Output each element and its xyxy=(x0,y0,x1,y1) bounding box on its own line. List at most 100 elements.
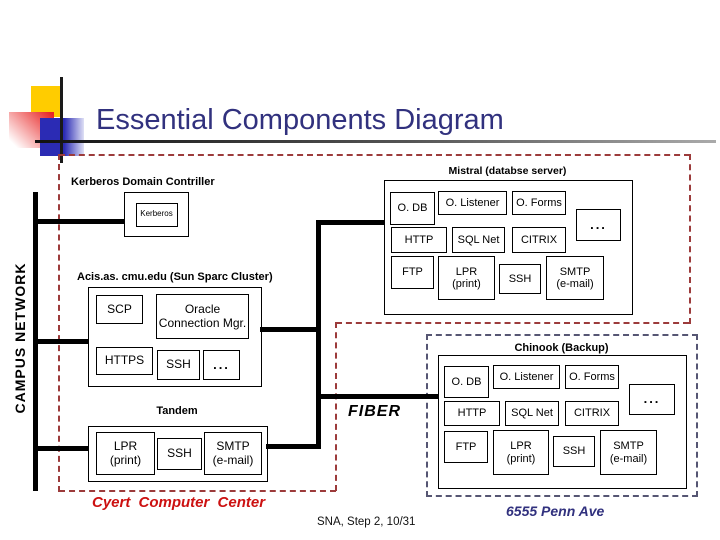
chinook-more-box: ... xyxy=(629,384,675,415)
acis-ssh-box: SSH xyxy=(157,350,200,380)
fiber-bus-line xyxy=(316,220,321,449)
chinook-boundary xyxy=(426,334,698,497)
box-label: (e-mail) xyxy=(556,278,594,290)
acis-more-box: ... xyxy=(203,350,240,380)
tandem-outer-box xyxy=(88,426,268,482)
chinook-section-header: Chinook (Backup) xyxy=(514,342,609,354)
box-label: Connection Mgr. xyxy=(158,315,247,330)
acis-left-connector-line xyxy=(36,339,89,344)
acis-scp-box: SCP xyxy=(96,295,143,324)
acis-right-connector-line xyxy=(260,327,318,332)
box-label: (print) xyxy=(452,278,481,290)
chinook-lpr-box: LPR (print) xyxy=(493,430,549,475)
box-label: FTP xyxy=(455,440,477,453)
box-label: HTTP xyxy=(404,233,434,246)
chinook-sqlnet-box: SQL Net xyxy=(505,401,559,426)
box-label: O. Forms xyxy=(516,196,562,209)
box-label: SMTP xyxy=(613,440,644,453)
cyert-boundary-top xyxy=(59,154,690,156)
box-label: LPR xyxy=(113,439,138,454)
chinook-ssh-box: SSH xyxy=(553,436,595,467)
cyert-boundary-left xyxy=(58,154,60,492)
box-label: CITRIX xyxy=(520,233,558,246)
title-underline xyxy=(35,140,716,143)
box-label: HTTP xyxy=(457,407,487,420)
acis-section-header: Acis.as. cmu.edu (Sun Sparc Cluster) xyxy=(77,271,273,283)
mistral-ftp-box: FTP xyxy=(391,256,434,289)
kerberos-connector-line xyxy=(36,219,125,224)
box-label: SQL Net xyxy=(457,233,500,246)
kerberos-service-box: Kerberos xyxy=(135,202,178,227)
box-label: (e-mail) xyxy=(212,452,254,467)
mistral-outer-box xyxy=(384,180,633,315)
box-label: CITRIX xyxy=(573,407,611,420)
tandem-left-connector-line xyxy=(36,446,89,451)
box-label: O. DB xyxy=(397,202,428,215)
box-label: (e-mail) xyxy=(609,452,648,465)
mistral-connector-line xyxy=(318,220,384,225)
kerberos-section-header: Kerberos Domain Contriller xyxy=(71,176,215,188)
mistral-olistener-box: O. Listener xyxy=(438,191,507,215)
chinook-citrix-box: CITRIX xyxy=(565,401,619,426)
box-label: O. Listener xyxy=(499,370,554,383)
deco-vertical-line xyxy=(60,77,63,163)
box-label: SSH xyxy=(166,357,191,372)
kerberos-outer-box: Kerberos xyxy=(124,192,189,237)
mistral-smtp-box: SMTP (e-mail) xyxy=(546,256,604,300)
box-label: O. Listener xyxy=(445,196,500,209)
chinook-odb-box: O. DB xyxy=(444,366,489,398)
tandem-smtp-box: SMTP (e-mail) xyxy=(204,432,262,475)
box-label: SSH xyxy=(508,272,532,285)
box-label: SMTP xyxy=(216,439,250,454)
box-label: SMTP xyxy=(559,265,591,278)
penn-ave-label: 6555 Penn Ave xyxy=(506,503,605,519)
acis-outer-box xyxy=(88,287,262,387)
box-label: Kerberos xyxy=(140,209,173,219)
tandem-right-connector-line xyxy=(266,444,318,449)
tandem-ssh-box: SSH xyxy=(157,438,202,470)
campus-bus-line xyxy=(33,192,38,491)
ellipsis-label: ... xyxy=(590,216,607,232)
box-label: SCP xyxy=(107,301,132,316)
box-label: (print) xyxy=(506,452,536,465)
chinook-olistener-box: O. Listener xyxy=(493,365,560,389)
cyert-computer-center-label: Cyert Computer Center xyxy=(92,494,266,511)
chinook-http-box: HTTP xyxy=(444,401,500,426)
box-label: LPR xyxy=(510,440,532,453)
fiber-link-line xyxy=(319,394,438,399)
mistral-sqlnet-box: SQL Net xyxy=(452,227,505,253)
mistral-more-box: ... xyxy=(576,209,621,241)
mistral-http-box: HTTP xyxy=(391,227,447,253)
box-label: LPR xyxy=(455,265,478,278)
campus-network-label: CAMPUS NETWORK xyxy=(12,262,28,414)
mistral-oforms-box: O. Forms xyxy=(512,191,566,215)
box-label: O. Forms xyxy=(569,370,615,383)
chinook-ftp-box: FTP xyxy=(444,431,488,463)
box-label: SQL Net xyxy=(511,407,553,420)
page-title: Essential Components Diagram xyxy=(96,104,504,136)
mistral-odb-box: O. DB xyxy=(390,192,435,225)
cyert-boundary-bottom xyxy=(59,490,336,492)
chinook-outer-box xyxy=(438,355,687,489)
acis-oracle-box: Oracle Connection Mgr. xyxy=(156,294,249,339)
mistral-section-header: Mistral (databse server) xyxy=(448,165,567,177)
acis-https-box: HTTPS xyxy=(96,347,153,375)
box-label: O. DB xyxy=(451,375,482,388)
mistral-citrix-box: CITRIX xyxy=(512,227,566,253)
cyert-boundary-mid-horizontal xyxy=(336,322,689,324)
cyert-boundary-mid-vertical xyxy=(335,322,337,491)
mistral-lpr-box: LPR (print) xyxy=(438,256,495,300)
chinook-smtp-box: SMTP (e-mail) xyxy=(600,430,657,475)
ellipsis-label: ... xyxy=(643,391,661,407)
chinook-oforms-box: O. Forms xyxy=(565,365,619,389)
ellipsis-label: ... xyxy=(213,356,230,372)
box-label: (print) xyxy=(109,452,142,467)
box-label: Oracle xyxy=(184,302,221,317)
tandem-section-header: Tandem xyxy=(156,405,198,417)
box-label: FTP xyxy=(402,266,423,279)
box-label: SSH xyxy=(562,445,586,458)
mistral-ssh-box: SSH xyxy=(499,264,541,294)
sna-step-label: SNA, Step 2, 10/31 xyxy=(317,516,416,528)
deco-yellow-square xyxy=(31,86,62,117)
